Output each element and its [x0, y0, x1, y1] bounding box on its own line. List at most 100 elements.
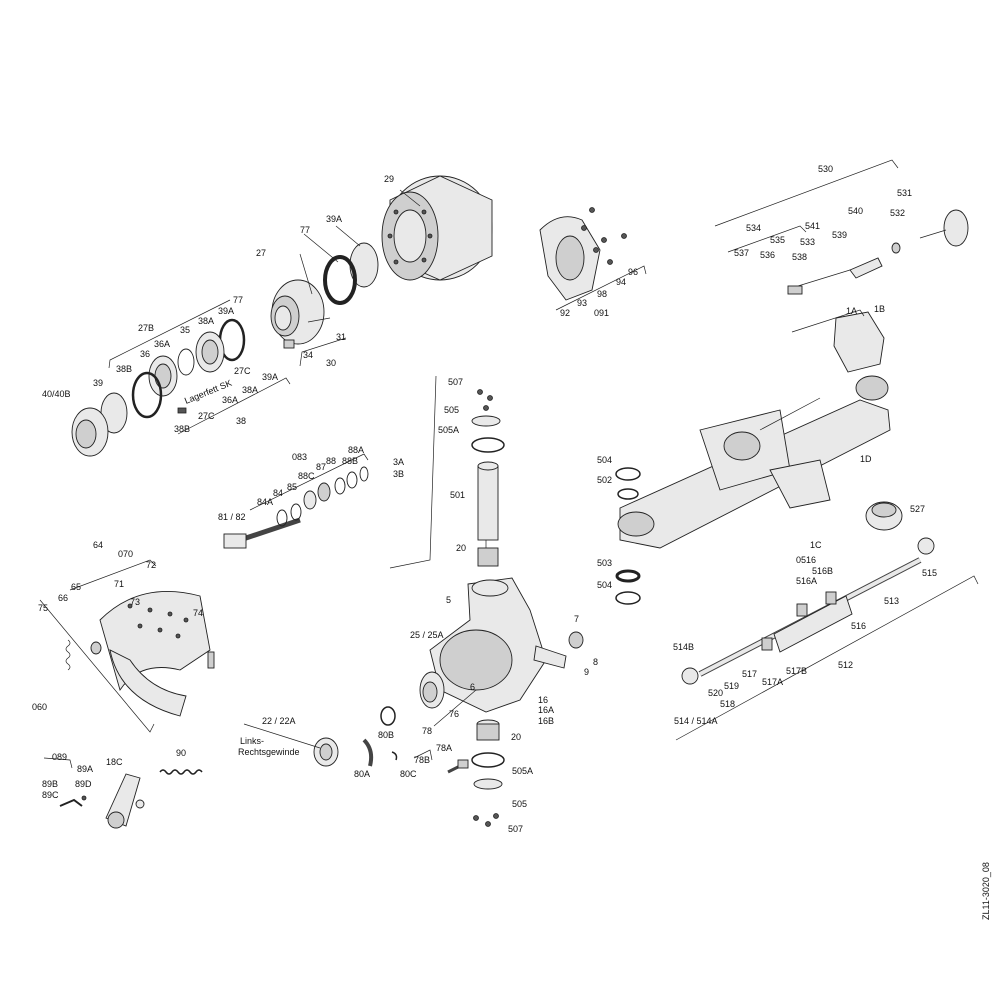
label-18c: 18C [106, 757, 123, 767]
label-78a: 78A [436, 743, 452, 753]
label-25-25a: 25 / 25A [410, 630, 444, 640]
label-537: 537 [734, 248, 749, 258]
label-71: 71 [114, 579, 124, 589]
label-72: 72 [146, 560, 156, 570]
brake-shoes-64 [65, 590, 215, 717]
fitting-78 [447, 759, 469, 774]
label-74: 74 [193, 608, 203, 618]
spring-90 [159, 769, 203, 775]
label-76: 76 [449, 709, 459, 719]
label-34: 34 [303, 350, 313, 360]
label-31: 31 [336, 332, 346, 342]
label-38b-b: 38B [174, 424, 190, 434]
label-534: 534 [746, 223, 761, 233]
label-091: 091 [594, 308, 609, 318]
label-536: 536 [760, 250, 775, 260]
label-78: 78 [422, 726, 432, 736]
label-96: 96 [628, 267, 638, 277]
label-505a-bottom: 505A [512, 766, 533, 776]
label-84a: 84A [257, 497, 273, 507]
label-77b: 77 [233, 295, 243, 305]
label-90: 90 [176, 748, 186, 758]
label-515: 515 [922, 568, 937, 578]
label-5: 5 [446, 595, 451, 605]
label-89a: 89A [77, 764, 93, 774]
label-089: 089 [52, 752, 67, 762]
nut-22-bore [319, 743, 333, 761]
bearing-row [71, 318, 246, 457]
label-6: 6 [470, 682, 475, 692]
ring-80b [380, 706, 396, 726]
label-78b: 78B [414, 755, 430, 765]
leader-lines [39, 159, 979, 769]
label-88: 88 [326, 456, 336, 466]
label-527: 527 [910, 504, 925, 514]
label-9: 9 [584, 667, 589, 677]
rings-504-503 [615, 467, 641, 605]
label-75: 75 [38, 603, 48, 613]
label-27: 27 [256, 248, 266, 258]
label-35: 35 [180, 325, 190, 335]
label-94: 94 [616, 277, 626, 287]
label-16: 16 [538, 695, 548, 705]
label-39a-b: 39A [218, 306, 234, 316]
label-88b: 88B [342, 456, 358, 466]
label-89d: 89D [75, 779, 92, 789]
label-80c: 80C [400, 769, 417, 779]
label-538: 538 [792, 252, 807, 262]
label-16a: 16A [538, 705, 554, 715]
label-links: Links- [240, 736, 264, 746]
label-27c-b: 27C [198, 411, 215, 421]
label-38a-b: 38A [242, 385, 258, 395]
label-40-40b: 40/40B [42, 389, 71, 399]
label-517a: 517A [762, 677, 783, 687]
label-93: 93 [577, 298, 587, 308]
label-512: 512 [838, 660, 853, 670]
label-3a: 3A [393, 457, 404, 467]
label-77-top: 77 [300, 225, 310, 235]
label-38a: 38A [198, 316, 214, 326]
label-27c: 27C [234, 366, 251, 376]
label-513: 513 [884, 596, 899, 606]
label-0516: 0516 [796, 555, 816, 565]
drawing-code: ZL11-3020_08 [981, 862, 991, 920]
label-532: 532 [890, 208, 905, 218]
cap-527 [865, 501, 903, 531]
label-1d: 1D [860, 454, 872, 464]
label-39a-top: 39A [326, 214, 342, 224]
label-rechtsgewinde: Rechtsgewinde [238, 747, 300, 757]
label-80a: 80A [354, 769, 370, 779]
kingpin-stack [471, 389, 505, 827]
label-7: 7 [574, 614, 579, 624]
label-36: 36 [140, 349, 150, 359]
label-514b: 514B [673, 642, 694, 652]
label-16b: 16B [538, 716, 554, 726]
label-533: 533 [800, 237, 815, 247]
label-518: 518 [720, 699, 735, 709]
label-539: 539 [832, 230, 847, 240]
label-516b: 516B [812, 566, 833, 576]
camshaft-81 [223, 466, 369, 549]
steering-knuckle [419, 577, 567, 713]
label-504-bottom: 504 [597, 580, 612, 590]
label-501: 501 [450, 490, 465, 500]
part-labels: 29 39A 77 27 31 34 30 27B 77 39A 38A 35 … [32, 164, 991, 920]
label-060: 060 [32, 702, 47, 712]
label-505-bottom: 505 [512, 799, 527, 809]
label-519: 519 [724, 681, 739, 691]
label-89b: 89B [42, 779, 58, 789]
label-81-82: 81 / 82 [218, 512, 246, 522]
label-38b: 38B [116, 364, 132, 374]
label-89c: 89C [42, 790, 59, 800]
brake-chamber-531 [787, 209, 969, 295]
axle-beam [617, 375, 891, 549]
label-84: 84 [273, 488, 283, 498]
label-36a: 36A [154, 339, 170, 349]
label-516: 516 [851, 621, 866, 631]
label-80b: 80B [378, 730, 394, 740]
hose-80a [362, 738, 374, 767]
label-65: 65 [71, 582, 81, 592]
label-516a: 516A [796, 576, 817, 586]
